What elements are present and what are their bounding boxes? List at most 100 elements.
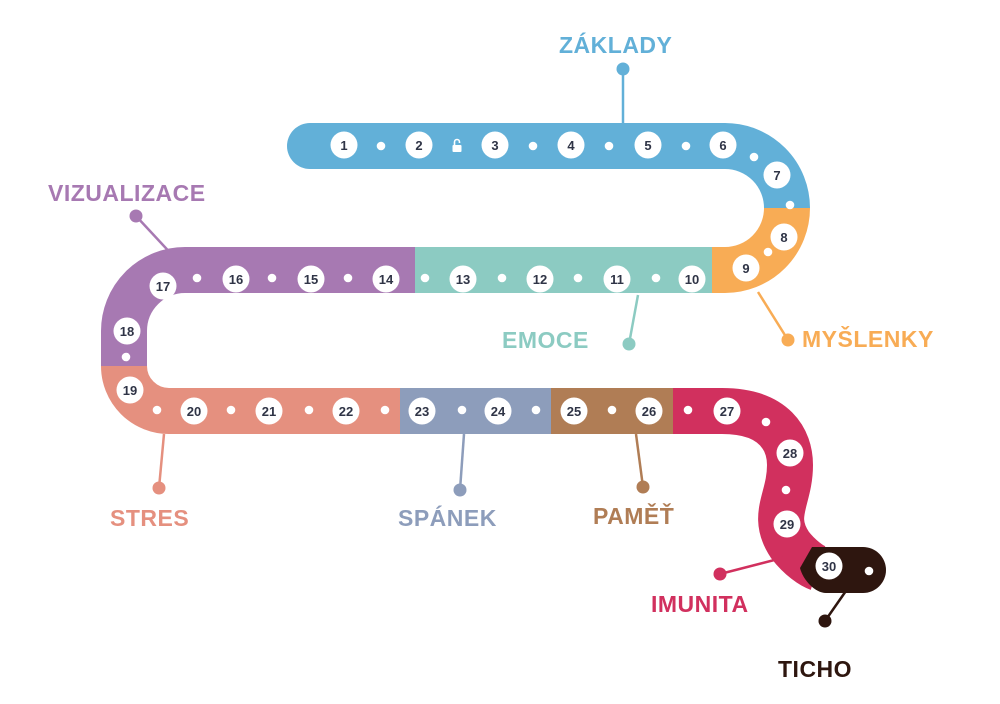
step-number: 2 (415, 138, 422, 153)
step-node-circle (709, 131, 737, 159)
path-dot (343, 273, 353, 283)
step-node-circle (372, 265, 400, 293)
step-number: 15 (304, 272, 318, 287)
step-node-circle (634, 131, 662, 159)
step-number: 30 (822, 559, 836, 574)
step-node-23[interactable]: 23 (408, 397, 436, 425)
step-node-24[interactable]: 24 (484, 397, 512, 425)
step-node-2[interactable]: 2 (405, 131, 433, 159)
path-dot (531, 405, 541, 415)
connector-dot-zaklady (616, 62, 630, 76)
step-node-circle (776, 439, 804, 467)
section-label-zaklady: ZÁKLADY (559, 32, 673, 58)
section-label-spanek: SPÁNEK (398, 505, 497, 531)
step-node-circle (408, 397, 436, 425)
step-node-16[interactable]: 16 (222, 265, 250, 293)
step-node-20[interactable]: 20 (180, 397, 208, 425)
connector-dot-imunita (713, 567, 727, 581)
path-dot (761, 417, 771, 427)
step-number: 24 (491, 404, 506, 419)
step-node-10[interactable]: 10 (678, 265, 706, 293)
step-node-21[interactable]: 21 (255, 397, 283, 425)
step-node-22[interactable]: 22 (332, 397, 360, 425)
path-dot (376, 141, 386, 151)
section-label-imunita: IMUNITA (651, 591, 749, 617)
step-node-19[interactable]: 19 (116, 376, 144, 404)
connector-imunita (719, 554, 791, 576)
connector-dot-myslenky (781, 333, 795, 347)
step-number: 4 (567, 138, 575, 153)
step-node-15[interactable]: 15 (297, 265, 325, 293)
connector-vizualizace (135, 215, 177, 260)
step-node-circle (603, 265, 631, 293)
step-node-7[interactable]: 7 (763, 161, 791, 189)
connector-dot-vizualizace (129, 209, 143, 223)
step-node-13[interactable]: 13 (449, 265, 477, 293)
step-node-18[interactable]: 18 (113, 317, 141, 345)
step-number: 23 (415, 404, 429, 419)
step-node-circle (113, 317, 141, 345)
step-node-27[interactable]: 27 (713, 397, 741, 425)
path-dot (528, 141, 538, 151)
step-number: 19 (123, 383, 137, 398)
step-node-circle (763, 161, 791, 189)
path-bands (101, 123, 886, 593)
step-node-1[interactable]: 1 (330, 131, 358, 159)
step-number: 5 (644, 138, 651, 153)
path-dot (763, 247, 773, 257)
step-node-17[interactable]: 17 (149, 272, 177, 300)
step-node-circle (180, 397, 208, 425)
step-node-14[interactable]: 14 (372, 265, 400, 293)
path-dot (380, 405, 390, 415)
step-node-circle (635, 397, 663, 425)
section-label-vizualizace: VIZUALIZACE (48, 180, 206, 206)
step-node-circle (773, 510, 801, 538)
band-start-cap (287, 123, 333, 169)
step-node-4[interactable]: 4 (557, 131, 585, 159)
path-dot (864, 566, 874, 576)
step-node-11[interactable]: 11 (603, 265, 631, 293)
step-number: 10 (685, 272, 699, 287)
step-number: 8 (780, 230, 787, 245)
step-number: 18 (120, 324, 134, 339)
path-dot (681, 141, 691, 151)
step-number: 21 (262, 404, 276, 419)
connector-dot-spanek (453, 483, 467, 497)
step-node-circle (330, 131, 358, 159)
step-node-circle (149, 272, 177, 300)
step-node-circle (678, 265, 706, 293)
step-number: 17 (156, 279, 170, 294)
step-node-8[interactable]: 8 (770, 223, 798, 251)
step-node-circle (116, 376, 144, 404)
path-dots (121, 141, 874, 576)
step-node-25[interactable]: 25 (560, 397, 588, 425)
step-number: 6 (719, 138, 726, 153)
connector-dot-emoce (622, 337, 636, 351)
path-dot (304, 405, 314, 415)
step-number: 27 (720, 404, 734, 419)
path-dot (604, 141, 614, 151)
step-node-circle (255, 397, 283, 425)
step-number: 3 (491, 138, 498, 153)
path-dot (785, 200, 795, 210)
step-node-circle (484, 397, 512, 425)
step-node-3[interactable]: 3 (481, 131, 509, 159)
step-node-5[interactable]: 5 (634, 131, 662, 159)
step-node-29[interactable]: 29 (773, 510, 801, 538)
path-dot (651, 273, 661, 283)
section-label-emoce: EMOCE (502, 327, 589, 353)
step-node-circle (815, 552, 843, 580)
step-node-28[interactable]: 28 (776, 439, 804, 467)
path-dot (497, 273, 507, 283)
path-dot (267, 273, 277, 283)
step-number: 13 (456, 272, 470, 287)
step-node-26[interactable]: 26 (635, 397, 663, 425)
section-label-pamet: PAMĚŤ (593, 503, 675, 529)
step-number: 20 (187, 404, 201, 419)
step-node-circle (297, 265, 325, 293)
step-node-12[interactable]: 12 (526, 265, 554, 293)
step-node-9[interactable]: 9 (732, 254, 760, 282)
step-node-30[interactable]: 30 (815, 552, 843, 580)
step-node-6[interactable]: 6 (709, 131, 737, 159)
